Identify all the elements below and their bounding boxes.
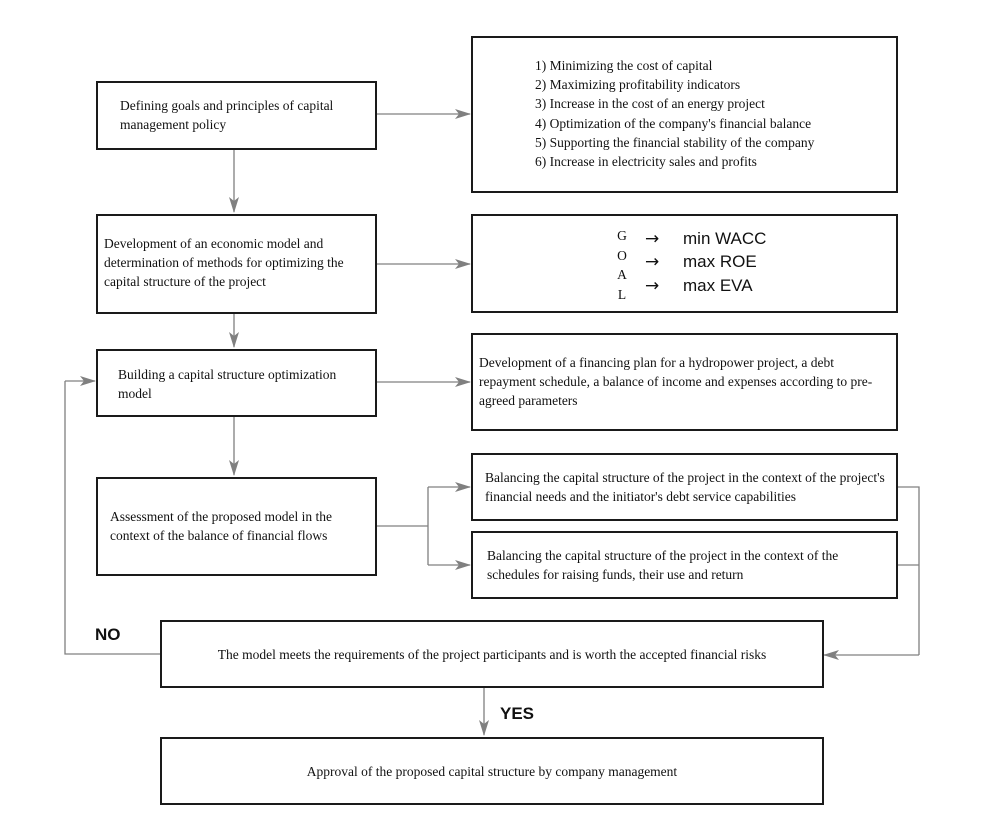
goal-target: max ROE [683, 252, 757, 271]
merge-balancing [897, 486, 920, 655]
goal-target: max EVA [683, 276, 753, 295]
goal-vertical-word: G O A L [616, 226, 628, 304]
box-economic-model: Development of an economic model and det… [96, 214, 377, 314]
fork-assessment [377, 487, 429, 565]
label-no: NO [95, 625, 121, 644]
box-assessment-text: Assessment of the proposed model in the … [110, 509, 332, 543]
goal-letter: A [617, 267, 627, 282]
goals-list-item: 4) Optimization of the company's financi… [535, 115, 812, 131]
box-approval-text: Approval of the proposed capital structu… [306, 764, 678, 779]
box-goals-list: 1) Minimizing the cost of capital 2) Max… [471, 36, 898, 193]
right-arrow-icon: → [645, 276, 660, 296]
goal-letter: L [617, 286, 627, 302]
box-goals-principles-text: Defining goals and principles of capital… [120, 98, 334, 132]
goals-list-item: 1) Minimizing the cost of capital [535, 58, 713, 73]
goal-row-roe: → max ROE [645, 252, 757, 276]
box-balancing-schedules: Balancing the capital structure of the p… [471, 531, 898, 599]
right-arrow-icon: → [645, 229, 660, 249]
no-feedback-line [64, 381, 160, 655]
box-balancing-needs-text: Balancing the capital structure of the p… [485, 470, 885, 504]
box-goals-principles: Defining goals and principles of capital… [96, 81, 377, 150]
box-building-model: Building a capital structure optimizatio… [96, 349, 377, 417]
box-economic-model-text: Development of an economic model and det… [104, 236, 344, 289]
box-balancing-needs: Balancing the capital structure of the p… [471, 453, 898, 521]
box-financing-plan: Development of a financing plan for a hy… [471, 333, 898, 431]
box-financing-plan-text: Development of a financing plan for a hy… [479, 355, 873, 408]
box-goal-targets: G O A L → min WACC → max ROE → max EVA [471, 214, 898, 313]
goal-row-eva: → max EVA [645, 276, 753, 300]
box-assessment: Assessment of the proposed model in the … [96, 477, 377, 576]
goals-list: 1) Minimizing the cost of capital 2) Max… [535, 56, 895, 171]
box-balancing-schedules-text: Balancing the capital structure of the p… [487, 548, 839, 582]
goals-list-item: 3) Increase in the cost of an energy pro… [535, 96, 765, 112]
right-arrow-icon: → [645, 252, 660, 272]
goal-target: min WACC [683, 229, 767, 248]
box-decision: The model meets the requirements of the … [160, 620, 824, 688]
goals-list-item: 6) Increase in electricity sales and pro… [535, 154, 757, 170]
goal-letter: O [617, 247, 627, 263]
label-yes: YES [500, 704, 535, 723]
box-approval: Approval of the proposed capital structu… [160, 737, 824, 805]
goal-letter: G [617, 228, 627, 243]
goal-row-wacc: → min WACC [645, 229, 766, 253]
box-building-model-text: Building a capital structure optimizatio… [118, 367, 337, 401]
box-decision-text: The model meets the requirements of the … [217, 647, 767, 662]
goals-list-item: 5) Supporting the financial stability of… [535, 134, 815, 150]
goals-list-item: 2) Maximizing profitability indicators [535, 77, 741, 93]
